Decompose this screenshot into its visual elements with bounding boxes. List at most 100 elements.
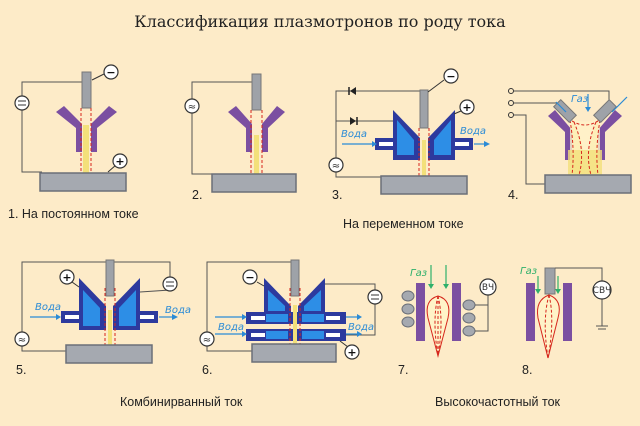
electrode [105,259,115,297]
workpiece [380,175,468,195]
electrode [81,71,92,109]
plasma-torch [537,294,560,359]
wall-right [452,283,461,341]
diagram-6-combined: ≈ Вода Вода − + [199,259,383,363]
nozzle-right [262,106,285,152]
plus-icon [344,344,360,360]
wire [113,261,171,293]
plasma-jet [293,305,297,349]
wire [555,267,603,282]
diagram-2-number: 2. [192,188,203,202]
svg-text:≈: ≈ [332,161,340,172]
gas-label: Газ [571,94,588,105]
arc-lines [80,108,92,175]
gas-label: Газ [410,268,427,279]
water-in-label: Вода [341,129,367,140]
diagram-1-dc: − + [14,64,128,192]
svg-text:+: + [62,271,71,284]
electrode [544,267,556,295]
ac-source-icon [14,331,30,347]
wire [206,261,292,352]
diagram-3-ac-rectified: ≈ Вода Вода − + [328,68,490,195]
svg-text:+: + [462,101,471,114]
dc-source-icon [14,95,30,111]
diode-icon [350,117,356,125]
svg-text:+: + [347,346,356,359]
diagram-8-microwave: СВЧ Газ [520,266,612,359]
arc-lines [418,128,430,178]
plasma-jet [108,310,112,348]
diagram-8-number: 8. [522,363,533,377]
plus-icon [112,153,128,169]
arc-lines [289,288,301,348]
wall-left [416,283,425,341]
diagram-7-hf-induction: ВЧ Газ [401,265,497,358]
workpiece [39,172,127,192]
electrode [290,259,300,297]
svg-text:≈: ≈ [18,335,26,346]
diagram-7-number: 7. [398,363,409,377]
water-in-label: Вода [218,322,244,333]
ac-source-icon [328,157,344,173]
minus-icon [103,64,119,80]
combined-caption: Комбинирванный ток [120,395,243,409]
wire [21,81,82,173]
dc-source-icon [367,289,383,305]
diagram-4-three-phase: Газ [508,88,632,194]
svg-text:≈: ≈ [188,102,196,113]
svg-text:−: − [106,66,115,79]
water-in-label: Вода [35,302,61,313]
plus-icon [459,99,475,115]
cooling-left [397,120,414,155]
workpiece [544,174,632,194]
page-title: Классификация плазмотронов по роду тока [134,12,506,31]
plasma-jet [83,125,89,175]
svg-text:−: − [446,70,455,83]
diode-icon [350,87,356,95]
high-frequency-caption: Высокочастотный ток [435,395,560,409]
wire [335,90,423,178]
water-out-label: Вода [460,126,486,137]
plasma-jet [422,140,426,178]
svg-text:≈: ≈ [203,335,211,346]
nozzle-left [228,106,252,152]
ac-source-icon [199,331,215,347]
nozzle-right [91,106,117,152]
ac-source-icon [184,98,200,114]
water-out-label: Вода [348,322,374,333]
electrode [419,89,429,129]
microwave-source-icon [592,280,612,300]
plasma-jet [254,135,259,175]
minus-icon [443,68,459,84]
diagram-1-caption: 1. На постоянном токе [8,207,139,221]
wall-right [563,283,572,341]
nozzle-left [548,110,572,160]
wall-left [526,283,535,341]
diagram-3-number: 3. [332,188,343,202]
electrode [592,98,618,124]
water-out-label: Вода [165,305,191,316]
arc-lines [250,110,263,175]
gas-label: Газ [520,266,537,277]
workpiece [251,343,337,363]
svg-text:+: + [115,155,124,168]
diagram-6-number: 6. [202,363,213,377]
diagram-5-number: 5. [16,363,27,377]
wire [514,114,545,185]
diagram-5-combined: ≈ Вода Вода + [14,259,191,364]
svg-text:−: − [245,271,254,284]
diagram-4-number: 4. [508,188,519,202]
minus-icon [242,269,258,285]
arc-lines [104,288,116,348]
wire [475,305,489,332]
electrode [251,73,262,111]
diagram-2-ac: ≈ [184,73,297,193]
coil-icon [401,290,476,337]
workpiece [65,344,153,364]
cooling-right [434,120,451,155]
nozzle-right [598,110,622,160]
hf-source-label: ВЧ [482,283,494,293]
microwave-source-label: СВЧ [593,286,612,296]
wire [191,81,253,175]
